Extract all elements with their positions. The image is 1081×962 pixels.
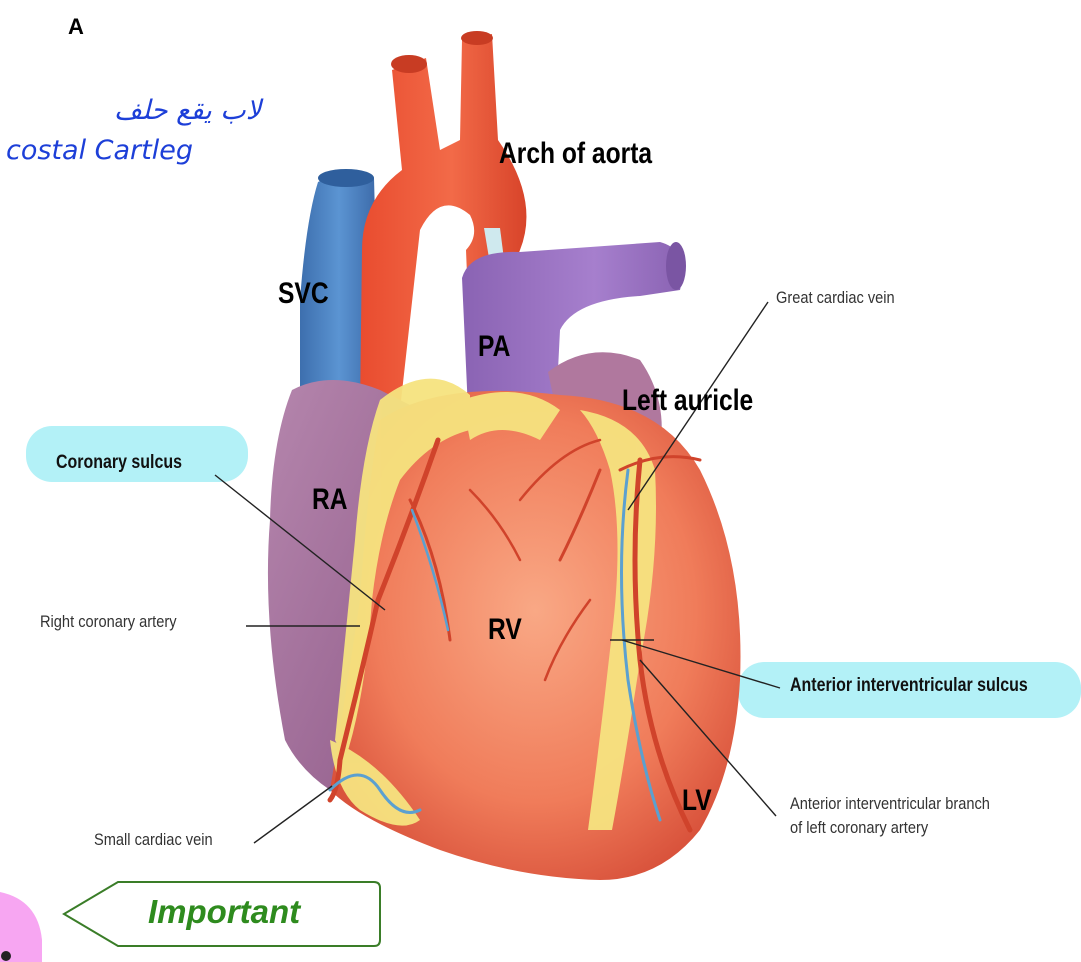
handwritten-note-line1: لاب يقع حلف [114, 95, 261, 126]
important-tag-label: Important [148, 893, 300, 931]
label-anterior-interventricular-branch-1: Anterior interventricular branch [790, 794, 990, 814]
label-pa: PA [478, 330, 510, 364]
label-svc: SVC [278, 277, 329, 311]
label-coronary-sulcus: Coronary sulcus [56, 452, 182, 474]
label-ra: RA [312, 483, 348, 517]
label-rv: RV [488, 613, 522, 647]
label-great-cardiac-vein: Great cardiac vein [776, 288, 895, 308]
label-left-auricle: Left auricle [622, 384, 753, 418]
label-anterior-interventricular-sulcus: Anterior interventricular sulcus [790, 675, 1028, 697]
label-small-cardiac-vein: Small cardiac vein [94, 830, 213, 850]
figure-letter: A [68, 14, 84, 40]
label-arch-of-aorta: Arch of aorta [499, 137, 652, 171]
handwritten-note-line2: costal Cartleg [6, 135, 193, 166]
marker-dot [1, 951, 11, 961]
label-anterior-interventricular-branch-2: of left coronary artery [790, 818, 928, 838]
label-right-coronary-artery: Right coronary artery [40, 612, 177, 632]
label-lv: LV [682, 784, 712, 818]
